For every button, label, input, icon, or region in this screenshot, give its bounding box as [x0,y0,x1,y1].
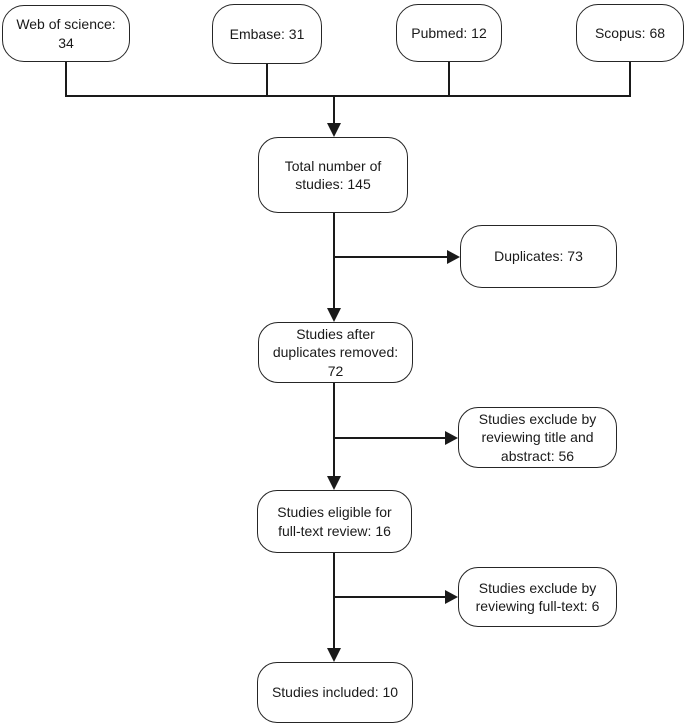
source-label-embase: Embase: 31 [229,25,305,42]
source-label-web-of-science: Web of science: 34 [16,16,116,51]
source-box-web-of-science: Web of science: 34 [2,5,130,62]
arrowhead-down-total [327,123,341,137]
arrowhead-right-fulltext [445,590,458,604]
arrowhead-down-eligible [327,476,341,490]
source-label-pubmed: Pubmed: 12 [411,24,487,41]
studies-included-label: Studies included: 10 [271,684,399,701]
arrowhead-down-included [327,648,341,662]
total-studies-label: Total number of studies: 145 [284,157,382,192]
source-box-embase: Embase: 31 [212,4,322,64]
duplicates-label: Duplicates: 73 [494,248,583,265]
arrowhead-right-title-abstract [445,431,458,445]
source-box-scopus: Scopus: 68 [576,4,684,62]
excluded-title-abstract-box: Studies exclude by reviewing title and a… [458,407,617,468]
duplicates-box: Duplicates: 73 [460,225,617,288]
after-duplicates-label: Studies after duplicates removed: 72 [272,326,399,379]
source-box-pubmed: Pubmed: 12 [396,4,502,62]
studies-included-box: Studies included: 10 [257,662,413,723]
eligible-fulltext-label: Studies eligible for full-text review: 1… [277,504,392,539]
excluded-fulltext-box: Studies exclude by reviewing full-text: … [458,567,617,627]
excluded-fulltext-label: Studies exclude by reviewing full-text: … [475,579,600,614]
total-studies-box: Total number of studies: 145 [258,137,408,213]
arrowhead-down-afterdup [327,308,341,322]
source-label-scopus: Scopus: 68 [594,24,666,41]
excluded-title-abstract-label: Studies exclude by reviewing title and a… [478,411,597,464]
eligible-fulltext-box: Studies eligible for full-text review: 1… [257,490,412,553]
arrowhead-right-duplicates [447,250,460,264]
after-duplicates-box: Studies after duplicates removed: 72 [258,322,413,383]
